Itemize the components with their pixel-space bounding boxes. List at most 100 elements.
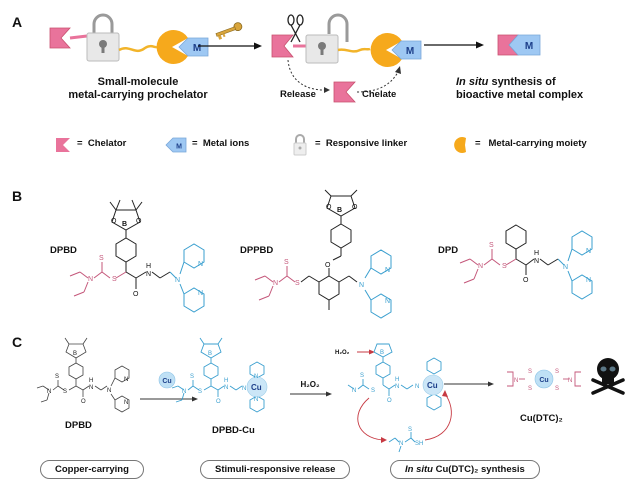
svg-text:S: S bbox=[555, 386, 559, 392]
svg-text:N: N bbox=[478, 263, 483, 270]
legend-responsive-linker: = Responsive linker bbox=[315, 138, 408, 149]
svg-text:H: H bbox=[89, 378, 93, 384]
svg-text:N: N bbox=[254, 374, 258, 380]
prochelator-caption: Small-molecule metal-carrying prochelato… bbox=[68, 76, 208, 101]
svg-text:S: S bbox=[528, 386, 532, 392]
svg-text:N: N bbox=[107, 388, 111, 394]
svg-text:S: S bbox=[112, 276, 117, 283]
svg-text:N: N bbox=[586, 248, 591, 255]
cu-reagent-arrow: Cu bbox=[140, 371, 198, 402]
metal-ion-tag-icon: M bbox=[391, 40, 422, 60]
svg-text:N: N bbox=[586, 277, 591, 284]
svg-text:N: N bbox=[568, 378, 572, 384]
panel-a-label: A bbox=[12, 14, 23, 30]
svg-text:M: M bbox=[176, 144, 182, 151]
pacman-carrier-icon bbox=[156, 29, 188, 65]
chelate-label: Chelate bbox=[362, 89, 397, 100]
svg-text:Cu: Cu bbox=[427, 381, 438, 390]
key-arrow bbox=[198, 22, 262, 50]
svg-text:B: B bbox=[73, 351, 77, 357]
svg-text:O: O bbox=[326, 204, 332, 211]
svg-text:M: M bbox=[193, 43, 201, 54]
dpbd-cu-structure: B S S N N H O N N N Cu bbox=[171, 337, 268, 413]
svg-text:S: S bbox=[360, 373, 364, 379]
release-construct: M bbox=[271, 13, 422, 103]
svg-text:N: N bbox=[47, 389, 51, 395]
svg-text:N: N bbox=[563, 264, 568, 271]
svg-text:N: N bbox=[352, 388, 356, 394]
svg-text:O: O bbox=[81, 399, 86, 405]
red-curved-arrow-right bbox=[424, 393, 452, 441]
stage-copper-carrying: Copper-carrying bbox=[40, 460, 144, 479]
svg-text:H₂O₂: H₂O₂ bbox=[300, 380, 320, 389]
svg-text:B: B bbox=[208, 351, 212, 357]
svg-text:S: S bbox=[295, 280, 300, 287]
released-chelator-flag-icon bbox=[333, 81, 356, 103]
cu-center bbox=[246, 376, 268, 398]
svg-text:S: S bbox=[408, 427, 412, 433]
molecule-name-dppbd: DPPBD bbox=[240, 245, 274, 256]
molecule-name-dpd: DPD bbox=[438, 245, 459, 256]
svg-text:N: N bbox=[242, 386, 246, 392]
svg-text:H: H bbox=[146, 263, 151, 270]
scissors-icon bbox=[287, 14, 304, 43]
arrow-head bbox=[254, 42, 262, 50]
svg-text:Cu: Cu bbox=[251, 383, 262, 392]
svg-text:S: S bbox=[555, 369, 559, 375]
svg-text:M: M bbox=[406, 46, 414, 57]
metal-ion-tag-icon: M bbox=[165, 137, 187, 153]
h2o2-reagent-arrow: H₂O₂ bbox=[290, 380, 332, 397]
skull-crossbones-icon bbox=[591, 358, 625, 395]
svg-text:B: B bbox=[122, 221, 127, 228]
legend-metal-ions: = Metal ions bbox=[192, 138, 250, 149]
svg-text:N: N bbox=[146, 271, 151, 278]
product-caption: In situ synthesis of bioactive metal com… bbox=[456, 76, 584, 101]
svg-text:S: S bbox=[55, 374, 59, 380]
dpbd-structure-small: B S S N N H O N N N bbox=[36, 337, 130, 413]
svg-text:O: O bbox=[216, 399, 221, 405]
red-arrow-head bbox=[369, 349, 375, 355]
svg-text:N: N bbox=[175, 277, 180, 284]
cu-ion-icon bbox=[158, 371, 176, 389]
prochelator-construct: M bbox=[49, 13, 209, 65]
svg-text:O: O bbox=[523, 277, 529, 284]
svg-text:O: O bbox=[352, 204, 358, 211]
stage-stimuli-responsive-release: Stimuli-responsive release bbox=[200, 460, 351, 479]
svg-text:N: N bbox=[385, 267, 390, 274]
svg-text:S: S bbox=[528, 369, 532, 375]
svg-text:S: S bbox=[63, 389, 67, 395]
product-arrow-c bbox=[444, 381, 494, 387]
legend-metal-carrying-moiety: = Metal-carrying moiety bbox=[475, 138, 587, 149]
svg-text:N: N bbox=[198, 261, 203, 268]
dpbd-structure: B O O O N H S S N N N N bbox=[69, 199, 205, 313]
svg-text:B: B bbox=[380, 350, 384, 356]
svg-text:O: O bbox=[387, 398, 392, 404]
chelate-dotted-arrow bbox=[356, 71, 399, 93]
chelator-link bbox=[69, 34, 88, 40]
key-icon bbox=[215, 22, 243, 40]
svg-text:N: N bbox=[385, 298, 390, 305]
svg-text:N: N bbox=[124, 377, 128, 383]
metal-complex-product: M bbox=[497, 34, 541, 56]
stage-in-situ-synthesis: In situ Cu(DTC)₂ synthesis bbox=[390, 460, 540, 479]
svg-text:B: B bbox=[337, 207, 342, 214]
dppbd-structure: B O O O S S N N N N bbox=[254, 189, 392, 319]
product-arrow bbox=[424, 41, 484, 49]
svg-text:S: S bbox=[198, 389, 202, 395]
svg-text:SH: SH bbox=[415, 441, 423, 447]
padlock-icon bbox=[86, 13, 120, 62]
red-curved-arrow-left bbox=[357, 397, 384, 441]
svg-text:H₂O₂: H₂O₂ bbox=[335, 350, 350, 356]
svg-text:N: N bbox=[89, 385, 93, 391]
mol-dpbd-cu-label: DPBD-Cu bbox=[212, 425, 255, 436]
metal-ion-tag-icon bbox=[508, 34, 541, 56]
release-dotted-arrow bbox=[287, 59, 325, 91]
padlock-open-icon bbox=[305, 13, 349, 64]
svg-text:N: N bbox=[124, 400, 128, 406]
svg-text:O: O bbox=[136, 218, 142, 225]
chelator-flag-icon bbox=[271, 34, 294, 58]
svg-text:N: N bbox=[224, 385, 228, 391]
svg-text:N: N bbox=[395, 384, 399, 390]
svg-text:H: H bbox=[224, 378, 228, 384]
svg-text:Cu: Cu bbox=[162, 378, 171, 385]
